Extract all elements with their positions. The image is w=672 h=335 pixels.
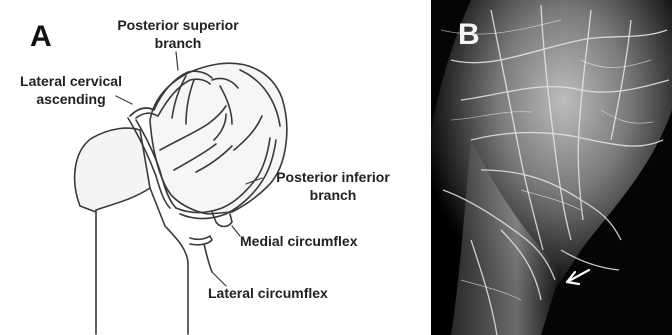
label-posterior-superior-line2: branch: [98, 34, 258, 52]
panel-a-letter: A: [30, 22, 52, 52]
label-lateral-cervical-line1: Lateral cervical: [6, 72, 136, 90]
label-lateral-cervical-ascending: Lateral cervical ascending: [6, 72, 136, 108]
label-lateral-circumflex: Lateral circumflex: [208, 284, 328, 302]
panel-b-letter: B: [458, 20, 480, 50]
label-posterior-inferior-line1: Posterior inferior: [258, 168, 408, 186]
label-posterior-superior-line1: Posterior superior: [98, 16, 258, 34]
label-medial-circumflex: Medial circumflex: [240, 232, 358, 250]
label-posterior-inferior-line2: branch: [258, 186, 408, 204]
label-posterior-superior-branch: Posterior superior branch: [98, 16, 258, 52]
label-posterior-inferior-branch: Posterior inferior branch: [258, 168, 408, 204]
label-lateral-cervical-line2: ascending: [6, 90, 136, 108]
panel-a-illustration: A Posterior superior branch Lateral cerv…: [0, 0, 420, 335]
greater-trochanter-outline: [75, 128, 150, 210]
lateral-circumflex-vessel: [190, 236, 212, 245]
